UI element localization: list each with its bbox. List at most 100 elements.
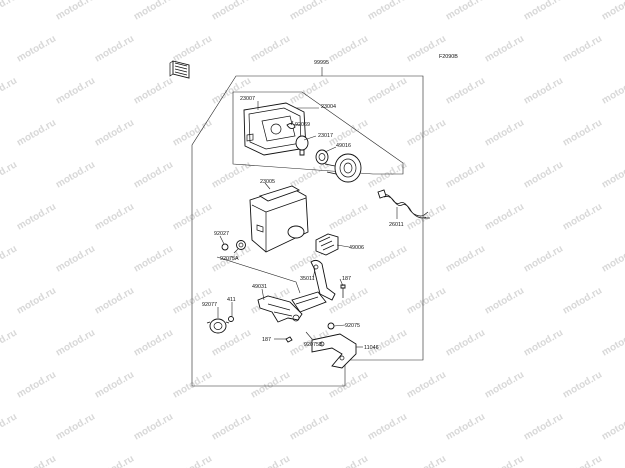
watermark-text: motod.ru	[132, 327, 175, 358]
watermark-text: motod.ru	[171, 285, 214, 316]
watermark-text: motod.ru	[483, 201, 526, 232]
watermark-text: motod.ru	[600, 159, 625, 190]
watermark-text: motod.ru	[327, 33, 370, 64]
watermark-text: motod.ru	[327, 201, 370, 232]
watermark-text: motod.ru	[132, 159, 175, 190]
watermark-text: motod.ru	[483, 453, 526, 468]
watermark-text: motod.ru	[171, 369, 214, 400]
watermark-text: motod.ru	[132, 411, 175, 442]
bolt-187-bottom	[285, 336, 293, 343]
watermark-text: motod.ru	[54, 0, 97, 23]
watermark-text: motod.ru	[561, 369, 604, 400]
label-92077: 92077	[202, 302, 217, 308]
watermark-text: motod.ru	[405, 369, 448, 400]
label-49016: 49016	[336, 143, 351, 149]
watermark-text: motod.ru	[405, 285, 448, 316]
watermark-text: motod.ru	[288, 0, 331, 23]
bulb	[295, 135, 309, 156]
watermark-text: motod.ru	[366, 243, 409, 274]
watermark-text: motod.ru	[366, 75, 409, 106]
label-92027: 92027	[214, 231, 229, 237]
watermark-text: motod.ru	[327, 285, 370, 316]
watermark-text: motod.ru	[54, 243, 97, 274]
watermark-text: motod.ru	[93, 285, 136, 316]
watermark-text: motod.ru	[93, 33, 136, 64]
watermark-text: motod.ru	[483, 285, 526, 316]
manual-book-icon	[169, 60, 190, 79]
label-23017: 23017	[318, 133, 333, 139]
watermark-text: motod.ru	[405, 201, 448, 232]
watermark-text: motod.ru	[171, 33, 214, 64]
watermark-text: motod.ru	[15, 201, 58, 232]
watermark-text: motod.ru	[522, 159, 565, 190]
watermark-text: motod.ru	[288, 75, 331, 106]
wire-harness	[377, 189, 430, 219]
watermark-text: motod.ru	[444, 0, 487, 23]
watermark-text: motod.ru	[366, 327, 409, 358]
watermark-text: motod.ru	[0, 75, 19, 106]
watermark-text: motod.ru	[171, 201, 214, 232]
watermark-text: motod.ru	[561, 117, 604, 148]
bulb-cover	[315, 149, 362, 183]
watermark-text: motod.ru	[54, 411, 97, 442]
watermark-text: motod.ru	[288, 159, 331, 190]
watermark-text: motod.ru	[93, 369, 136, 400]
watermark-text: motod.ru	[288, 411, 331, 442]
watermark-text: motod.ru	[483, 33, 526, 64]
watermark-text: motod.ru	[522, 243, 565, 274]
part-labels: 99995 23007 23004 92069 23017 49016 2300…	[202, 60, 404, 351]
watermark-text: motod.ru	[483, 117, 526, 148]
watermark-text: motod.ru	[249, 453, 292, 468]
watermark-text: motod.ru	[444, 243, 487, 274]
watermark-text: motod.ru	[405, 453, 448, 468]
nut-92075	[327, 322, 335, 330]
label-411: 411	[227, 297, 236, 303]
bracket-35011	[291, 259, 336, 313]
watermark-text: motod.ru	[444, 75, 487, 106]
headlight-set-outline	[232, 91, 404, 175]
watermark-text: motod.ru	[0, 0, 19, 23]
label-92075b: 92075B	[304, 342, 323, 348]
watermark-text: motod.ru	[444, 327, 487, 358]
watermark-text: motod.ru	[93, 201, 136, 232]
watermark-text: motod.ru	[0, 411, 19, 442]
watermark-text: motod.ru	[444, 159, 487, 190]
watermark-text: motod.ru	[249, 33, 292, 64]
watermark-text: motod.ru	[54, 327, 97, 358]
label-49006: 49006	[349, 245, 364, 251]
watermark-text: motod.ru	[327, 453, 370, 468]
watermark-text: motod.ru	[522, 75, 565, 106]
watermark-text: motod.ru	[15, 285, 58, 316]
figure-code: F2090B	[439, 54, 458, 60]
label-26011: 26011	[389, 222, 404, 228]
watermark-text: motod.ru	[54, 159, 97, 190]
watermark-text: motod.ru	[210, 159, 253, 190]
watermark-text: motod.ru	[54, 75, 97, 106]
watermark-text: motod.ru	[600, 0, 625, 23]
label-23005: 23005	[260, 179, 275, 185]
label-35011: 35011	[300, 276, 315, 282]
label-11046: 11046	[364, 345, 379, 351]
label-49031: 49031	[252, 284, 267, 290]
watermark-text: motod.ru	[600, 243, 625, 274]
headlight-case	[249, 185, 309, 253]
label-23004: 23004	[321, 104, 336, 110]
label-187-top: 187	[342, 276, 351, 282]
watermark-text: motod.ru	[15, 453, 58, 468]
watermark-text: motod.ru	[93, 117, 136, 148]
watermark-text: motod.ru	[0, 327, 19, 358]
watermark-text: motod.ru	[210, 0, 253, 23]
bolt-187-top	[340, 284, 346, 298]
watermark-text: motod.ru	[0, 159, 19, 190]
grommet	[257, 295, 303, 323]
watermark-text: motod.ru	[600, 411, 625, 442]
knob	[206, 318, 230, 334]
watermark-text: motod.ru	[93, 453, 136, 468]
watermark-text: motod.ru	[522, 411, 565, 442]
assembly-outline	[191, 75, 424, 387]
watermark-text: motod.ru	[132, 243, 175, 274]
washer	[228, 316, 234, 322]
